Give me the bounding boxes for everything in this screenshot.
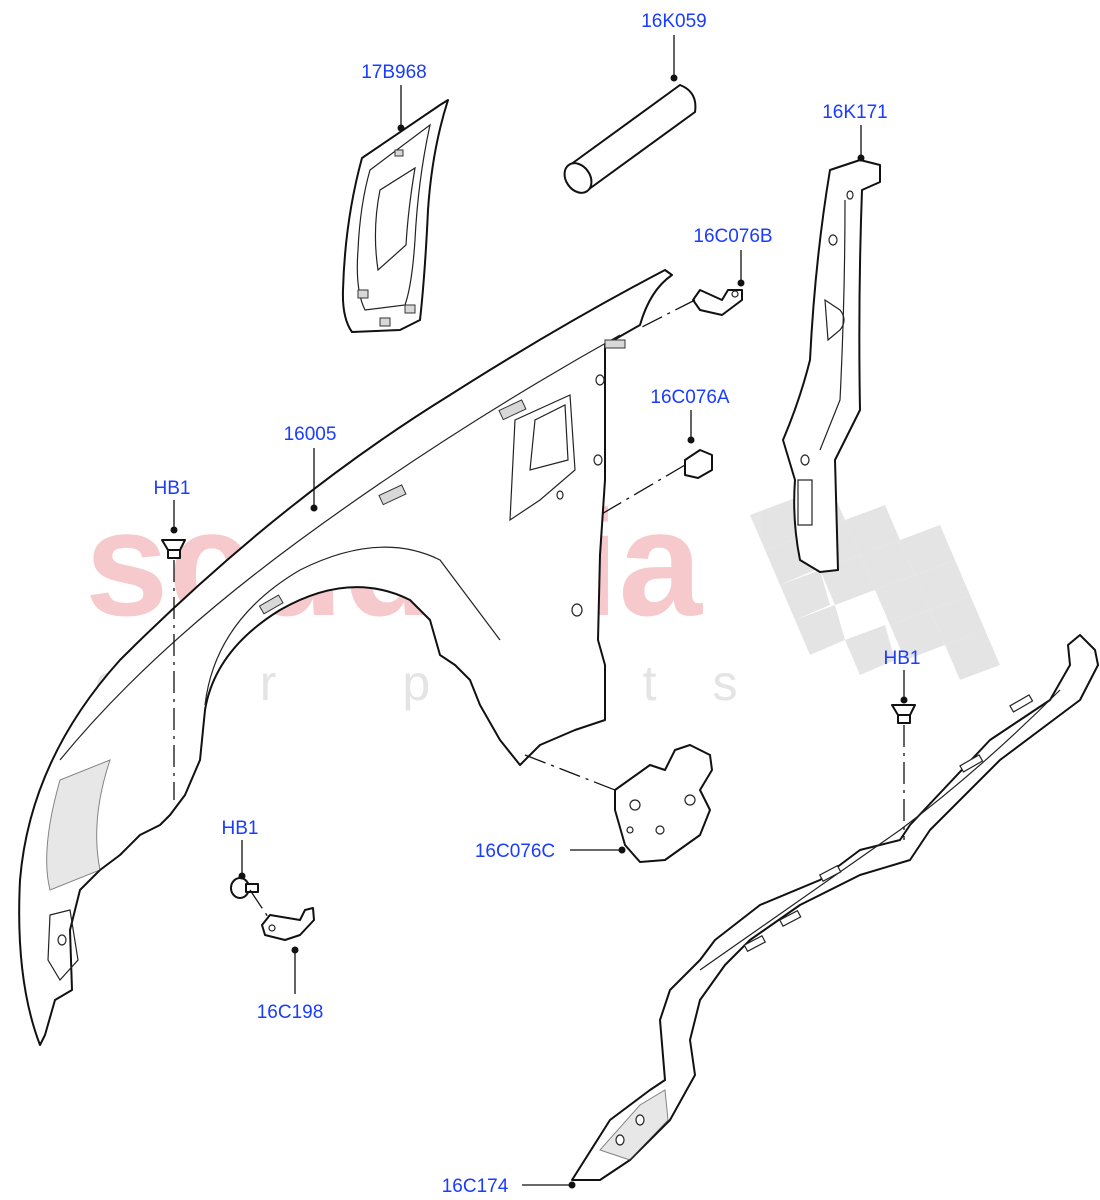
assembly-dash-lines (173, 299, 905, 921)
part-16005-side-panel (18, 269, 673, 1046)
callout-17B968: 17B968 (361, 62, 427, 83)
part-16C174-sill (571, 634, 1099, 1181)
part-17B968-trim-panel (341, 99, 449, 333)
callout-16C076B: 16C076B (693, 226, 772, 247)
callout-16C174: 16C174 (442, 1176, 509, 1197)
part-16C076B-bracket (692, 289, 743, 316)
callout-hb1-left: HB1 (154, 478, 191, 499)
part-16K171-pillar (782, 159, 881, 573)
part-16C076C-bracket (614, 744, 713, 863)
fastener-hb1-left (161, 539, 186, 559)
callout-16C076C: 16C076C (475, 841, 555, 862)
watermark-checker-flag (750, 485, 1000, 680)
callout-16K059: 16K059 (641, 11, 707, 32)
callout-16005: 16005 (284, 424, 337, 445)
callout-16K171: 16K171 (822, 102, 888, 123)
callout-hb1-right: HB1 (884, 648, 921, 669)
fastener-hb1-right (891, 704, 916, 724)
callout-hb1-lower: HB1 (222, 818, 259, 839)
callout-16C198: 16C198 (257, 1002, 324, 1023)
callout-labels: 16K059 17B968 16K171 16C076B 16C076A 160… (154, 11, 921, 1197)
callout-16C076A: 16C076A (650, 387, 730, 408)
part-16K059-tube (563, 84, 697, 194)
part-16C076A-bracket (684, 449, 713, 479)
leader-lines (170, 35, 908, 1189)
part-16C198-bracket (261, 907, 315, 941)
